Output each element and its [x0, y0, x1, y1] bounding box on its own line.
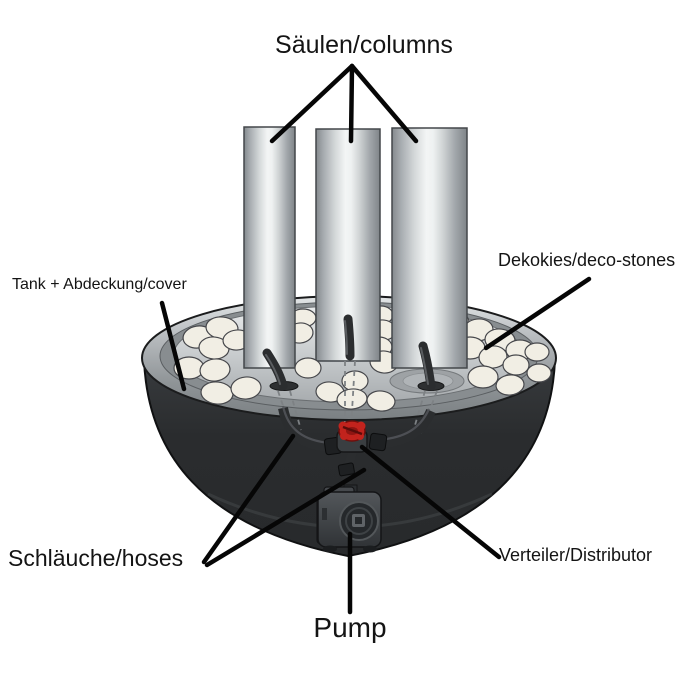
hoses-above-cover	[262, 314, 436, 391]
hose-right	[418, 341, 436, 391]
column-right	[391, 127, 468, 369]
leader-columns-middle	[348, 63, 355, 144]
label-distributor: Verteiler/Distributor	[499, 545, 653, 565]
deco-stones-front	[200, 357, 552, 412]
leader-columns-right	[349, 63, 419, 144]
leader-tank-cover	[159, 300, 187, 392]
leader-hoses-1	[201, 433, 296, 565]
label-tank-cover: Tank + Abdeckung/cover	[12, 276, 187, 293]
leader-deco-stones	[483, 276, 592, 351]
distributor	[336, 420, 368, 453]
column-left	[243, 126, 296, 369]
leader-lines	[159, 63, 592, 615]
label-hoses: Schläuche/hoses	[8, 545, 184, 571]
hose-left	[262, 348, 288, 391]
hose-couplings	[323, 432, 388, 477]
label-columns: Säulen/columns	[275, 31, 453, 59]
leader-columns-left	[269, 63, 355, 144]
hose-middle	[343, 314, 355, 361]
leader-distributor	[359, 444, 502, 560]
valve-knob	[338, 420, 366, 442]
label-pump: Pump	[313, 612, 387, 643]
label-deco-stones: Dekokies/deco-stones	[498, 250, 676, 270]
pump	[316, 484, 382, 553]
leader-hoses-2	[204, 467, 367, 568]
columns	[243, 126, 468, 369]
